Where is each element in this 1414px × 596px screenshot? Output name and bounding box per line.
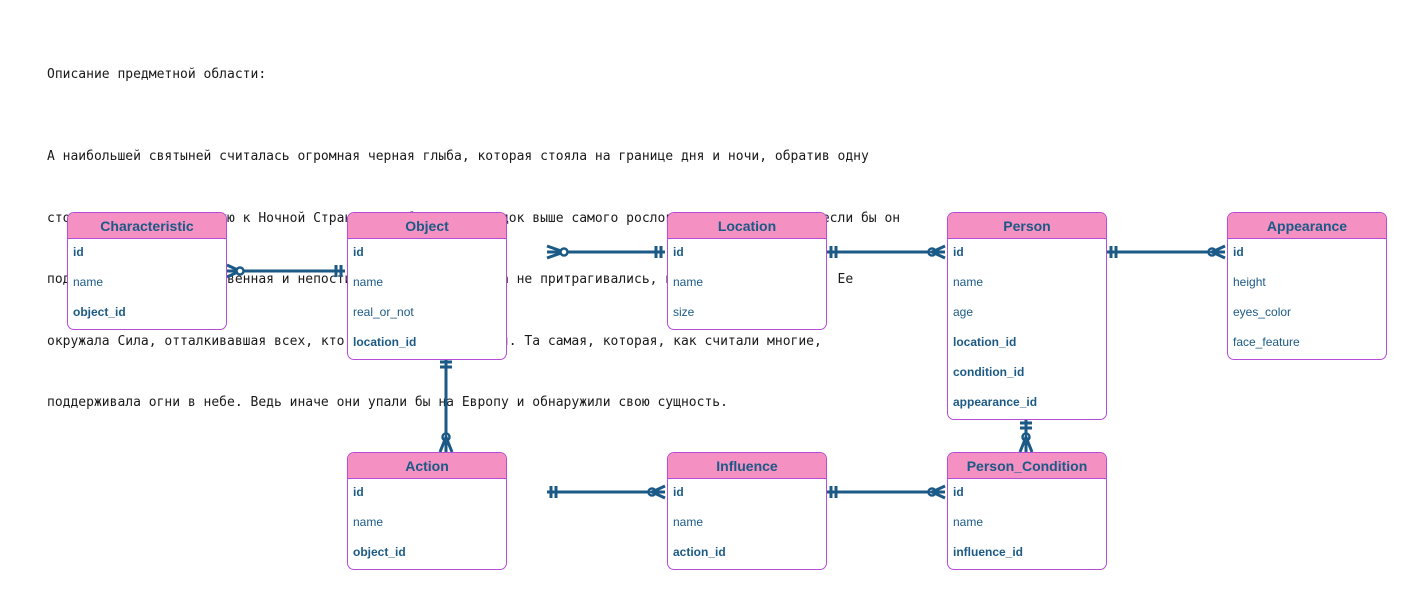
entity-appearance[interactable]: Appearance id height eyes_color face_fea… <box>1227 212 1387 360</box>
entity-attribute: name <box>673 515 704 529</box>
entity-attribute: age <box>953 305 974 319</box>
entity-attribute: object_id <box>73 305 126 319</box>
entity-attribute: name <box>73 275 104 289</box>
entity-title: Object <box>348 213 506 239</box>
entity-attribute: id <box>73 245 84 259</box>
entity-attribute: name <box>353 275 384 289</box>
connector-person-appearance <box>1107 244 1226 260</box>
connector-action-influence <box>547 484 666 500</box>
description-line: А наибольшей святыней считалась огромная… <box>47 149 869 164</box>
entity-title: Person_Condition <box>948 453 1106 479</box>
entity-attribute: name <box>673 275 704 289</box>
connector-person-condition <box>1018 418 1034 453</box>
entity-action[interactable]: Action id name object_id <box>347 452 507 570</box>
entity-attribute: location_id <box>353 335 417 349</box>
entity-person-condition[interactable]: Person_Condition id name influence_id <box>947 452 1107 570</box>
entity-attribute: object_id <box>353 545 406 559</box>
entity-attribute: influence_id <box>953 545 1024 559</box>
description-heading: Описание предметной области: <box>47 67 267 82</box>
entity-attribute: size <box>673 305 695 319</box>
connector-object-location <box>546 244 665 260</box>
entity-attribute: real_or_not <box>353 305 414 319</box>
entity-title: Location <box>668 213 826 239</box>
entity-attribute: id <box>673 245 684 259</box>
entity-attribute: face_feature <box>1233 335 1300 349</box>
entity-title: Characteristic <box>68 213 226 239</box>
entity-attribute: id <box>1233 245 1244 259</box>
entity-title: Person <box>948 213 1106 239</box>
entity-attribute: id <box>353 245 364 259</box>
entity-object[interactable]: Object id name real_or_not location_id <box>347 212 507 360</box>
connector-characteristic-object <box>226 263 345 279</box>
entity-attribute: condition_id <box>953 365 1025 379</box>
entity-attribute: eyes_color <box>1233 305 1292 319</box>
entity-attribute: height <box>1233 275 1266 289</box>
entity-title: Influence <box>668 453 826 479</box>
entity-attribute: name <box>353 515 384 529</box>
entity-attribute: id <box>353 485 364 499</box>
entity-attribute: name <box>953 515 984 529</box>
entity-title: Action <box>348 453 506 479</box>
connector-influence-condition <box>827 484 946 500</box>
entity-attribute: id <box>673 485 684 499</box>
entity-attribute: appearance_id <box>953 395 1038 409</box>
entity-attribute: id <box>953 485 964 499</box>
entity-attribute: id <box>953 245 964 259</box>
entity-influence[interactable]: Influence id name action_id <box>667 452 827 570</box>
entity-attribute: action_id <box>673 545 726 559</box>
entity-attribute: name <box>953 275 984 289</box>
connector-location-person <box>827 244 946 260</box>
entity-attribute: location_id <box>953 335 1017 349</box>
entity-location[interactable]: Location id name size <box>667 212 827 330</box>
entity-characteristic[interactable]: Characteristic id name object_id <box>67 212 227 330</box>
connector-object-action <box>438 358 454 453</box>
entity-title: Appearance <box>1228 213 1386 239</box>
description-line: поддерживала огни в небе. Ведь иначе они… <box>47 395 728 410</box>
entity-person[interactable]: Person id name age location_id condition… <box>947 212 1107 420</box>
